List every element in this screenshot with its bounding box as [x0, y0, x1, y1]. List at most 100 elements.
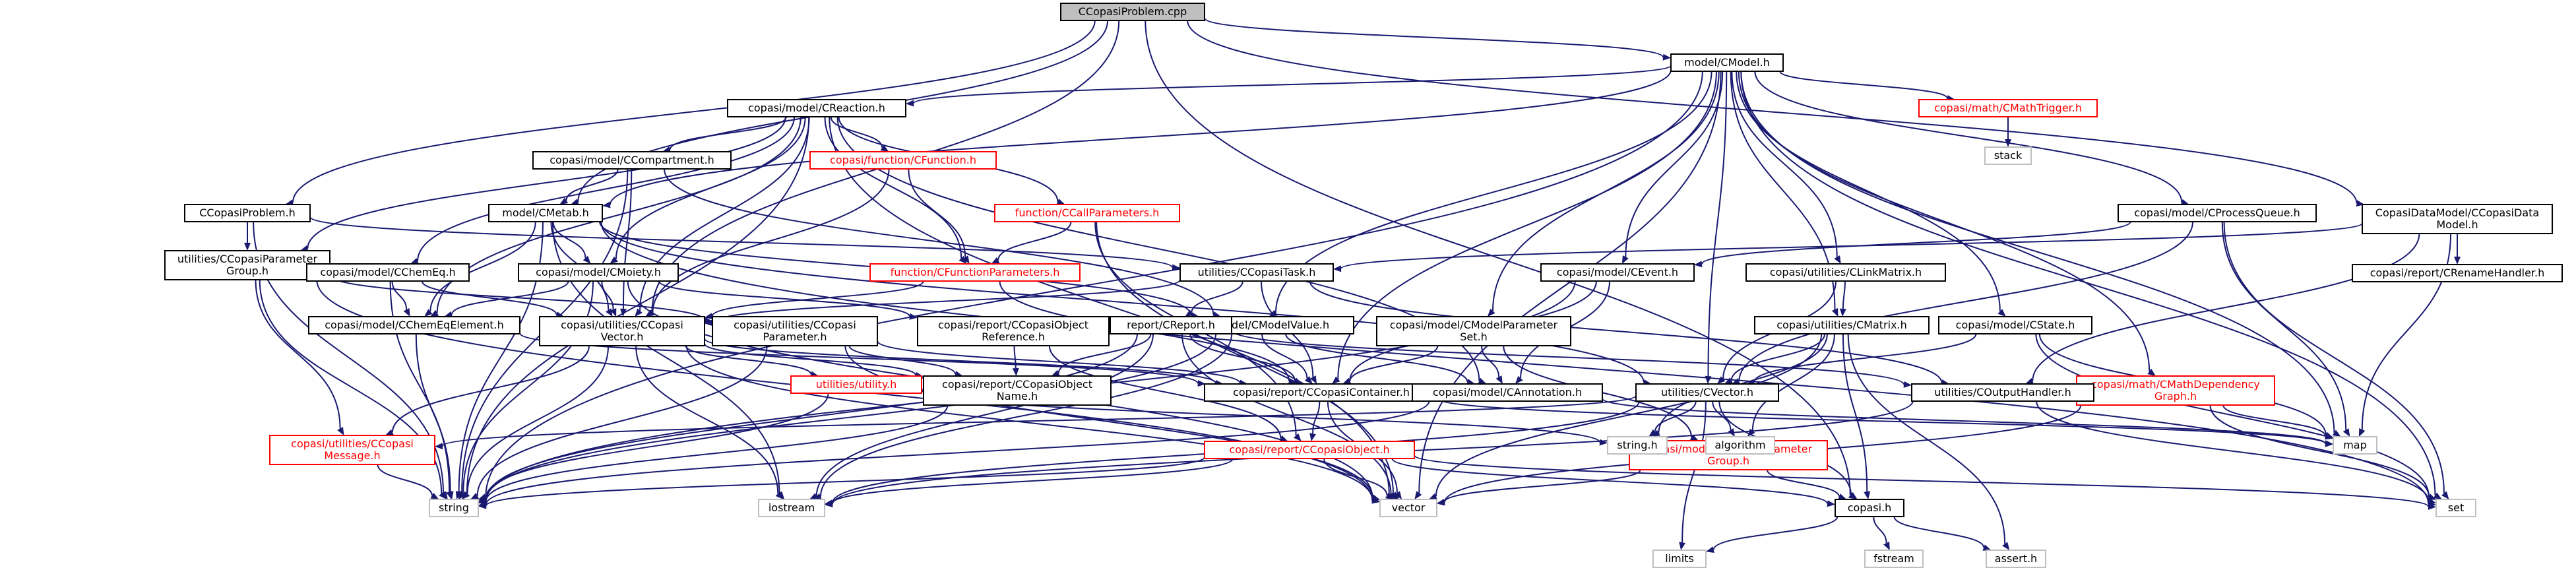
node-box[interactable]	[790, 375, 922, 394]
node-box[interactable]	[539, 316, 705, 346]
node-cmetab[interactable]: model/CMetab.h	[488, 204, 603, 222]
node-vector[interactable]: vector	[1379, 499, 1437, 517]
node-ccontainer[interactable]: copasi/report/CCopasiContainer.h	[1204, 383, 1439, 402]
node-cfunction[interactable]: copasi/function/CFunction.h	[809, 151, 997, 170]
node-box[interactable]	[1607, 436, 1668, 455]
node-box[interactable]	[2118, 204, 2317, 222]
node-cmodel[interactable]: model/CModel.h	[1670, 53, 1784, 72]
node-stack[interactable]: stack	[1984, 146, 2032, 165]
node-box[interactable]	[1412, 383, 1603, 402]
node-box[interactable]	[2362, 204, 2553, 234]
node-cmoiety[interactable]: copasi/model/CMoiety.h	[518, 263, 679, 282]
node-box[interactable]	[1911, 383, 2094, 402]
node-box[interactable]	[1918, 99, 2098, 117]
node-box[interactable]	[2435, 499, 2476, 517]
node-box[interactable]	[429, 499, 479, 517]
node-box[interactable]	[1652, 550, 1707, 568]
node-algorithm[interactable]: algorithm	[1705, 436, 1775, 455]
node-box[interactable]	[1864, 550, 1924, 568]
node-limits[interactable]: limits	[1652, 550, 1707, 568]
node-box[interactable]	[2076, 375, 2275, 406]
node-box[interactable]	[1745, 263, 1946, 282]
node-fstream[interactable]: fstream	[1864, 550, 1924, 568]
node-ccompartment[interactable]: copasi/model/CCompartment.h	[532, 151, 732, 170]
node-box[interactable]	[1376, 316, 1571, 346]
node-cstate[interactable]: copasi/model/CState.h	[1938, 316, 2092, 334]
node-clinkmatrix[interactable]: copasi/utilities/CLinkMatrix.h	[1745, 263, 1946, 282]
node-box[interactable]	[1938, 316, 2092, 334]
node-box[interactable]	[758, 499, 825, 517]
node-box[interactable]	[1540, 263, 1695, 282]
node-ccp[interactable]: CCopasiProblem.cpp	[1060, 3, 1205, 21]
node-box[interactable]	[1986, 550, 2046, 568]
node-box[interactable]	[923, 375, 1112, 406]
node-box[interactable]	[532, 151, 732, 170]
node-box[interactable]	[488, 204, 603, 222]
arrowhead-creport-to-iostream	[809, 493, 818, 499]
node-cchemeq[interactable]: copasi/model/CChemEq.h	[306, 263, 470, 282]
node-box[interactable]	[306, 263, 470, 282]
node-box[interactable]	[712, 316, 878, 346]
node-cfunctionparams[interactable]: function/CFunctionParameters.h	[869, 263, 1081, 282]
node-copasih[interactable]: copasi.h	[1835, 499, 1904, 517]
node-stringh[interactable]: string.h	[1607, 436, 1668, 455]
node-creport[interactable]: report/CReport.h	[1110, 316, 1232, 334]
node-box[interactable]	[917, 316, 1110, 346]
node-box[interactable]	[2333, 436, 2377, 455]
node-box[interactable]	[2352, 264, 2563, 282]
node-box[interactable]	[994, 204, 1180, 222]
node-box[interactable]	[809, 151, 997, 170]
node-cchemeqelement[interactable]: copasi/model/CChemEqElement.h	[308, 316, 520, 334]
node-box[interactable]	[1754, 316, 1930, 334]
node-box[interactable]	[1670, 53, 1784, 72]
node-cprocessqueue[interactable]: copasi/model/CProcessQueue.h	[2118, 204, 2317, 222]
node-box[interactable]	[1110, 316, 1232, 334]
node-ccopasiproblemh[interactable]: CCopasiProblem.h	[184, 204, 311, 222]
node-cvector[interactable]: utilities/CVector.h	[1635, 383, 1779, 402]
node-iostream[interactable]: iostream	[758, 499, 825, 517]
node-coutputhandler[interactable]: utilities/COutputHandler.h	[1911, 383, 2094, 402]
node-box[interactable]	[1204, 383, 1439, 402]
node-map[interactable]: map	[2333, 436, 2377, 455]
node-box[interactable]	[308, 316, 520, 334]
node-ccallparams[interactable]: function/CCallParameters.h	[994, 204, 1180, 222]
node-string[interactable]: string	[429, 499, 479, 517]
node-box[interactable]	[518, 263, 679, 282]
node-creaction[interactable]: copasi/model/CReaction.h	[727, 99, 906, 117]
node-box[interactable]	[1060, 3, 1205, 21]
node-cmathtrigger[interactable]: copasi/math/CMathTrigger.h	[1918, 99, 2098, 117]
node-cmatrix[interactable]: copasi/utilities/CMatrix.h	[1754, 316, 1930, 334]
node-ccopasiobject[interactable]: copasi/report/CCopasiObject.h	[1204, 441, 1415, 459]
node-crenamehandler[interactable]: copasi/report/CRenameHandler.h	[2352, 264, 2563, 282]
node-box[interactable]	[1835, 499, 1904, 517]
edge-ccopasiparameter-to-ccontainer	[877, 340, 1241, 384]
node-box[interactable]	[1179, 263, 1334, 282]
arrowhead-ccopasidatamodel-to-crenamehandler	[2454, 257, 2461, 265]
node-utility[interactable]: utilities/utility.h	[790, 375, 922, 394]
node-box[interactable]	[1204, 441, 1415, 459]
node-box[interactable]	[727, 99, 906, 117]
node-cannotation[interactable]: copasi/model/CAnnotation.h	[1412, 383, 1603, 402]
node-box[interactable]	[184, 204, 311, 222]
node-ccopasitask[interactable]: utilities/CCopasiTask.h	[1179, 263, 1334, 282]
node-ccopasiparameter[interactable]: copasi/utilities/CCopasiParameter.h	[712, 316, 878, 346]
node-box[interactable]	[164, 250, 330, 280]
node-set[interactable]: set	[2435, 499, 2476, 517]
node-asserth[interactable]: assert.h	[1986, 550, 2046, 568]
node-box[interactable]	[1984, 146, 2032, 165]
node-box[interactable]	[1379, 499, 1437, 517]
node-box[interactable]	[1705, 436, 1775, 455]
arrowhead-cfunction-to-cfunctionparams	[962, 255, 970, 264]
node-cevent[interactable]: copasi/model/CEvent.h	[1540, 263, 1695, 282]
node-box[interactable]	[869, 263, 1081, 282]
node-box[interactable]	[1635, 383, 1779, 402]
node-box[interactable]	[269, 435, 435, 465]
